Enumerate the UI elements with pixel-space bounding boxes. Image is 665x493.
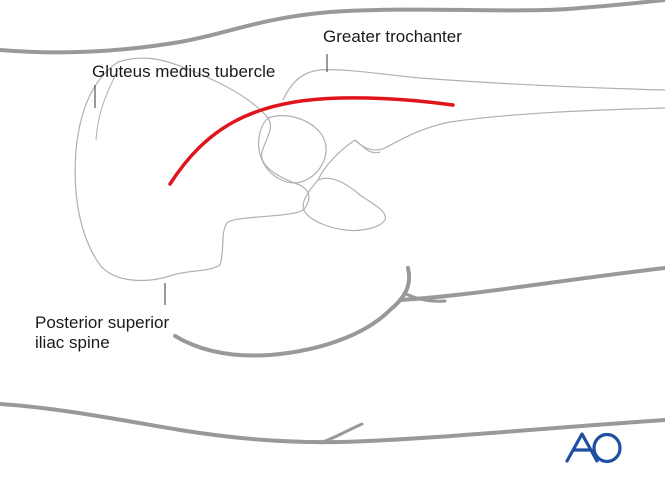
femur-shaft-upper: [282, 69, 665, 101]
label-posterior-superior-iliac-spine: Posterior superior iliac spine: [35, 313, 169, 353]
femoral-neck: [317, 139, 381, 181]
label-psis-line2: iliac spine: [35, 333, 110, 352]
gluteal-fold: [173, 266, 411, 358]
body-outline-lower: [0, 402, 665, 445]
pelvis-outline: [74, 57, 310, 282]
pelvis-inner-contour: [95, 69, 119, 141]
thigh-upper-contour: [398, 266, 665, 302]
lower-crease: [318, 422, 364, 445]
ischial-contour: [302, 177, 386, 232]
gluteal-fold-tail: [402, 291, 447, 303]
ao-logo: [565, 432, 622, 464]
incision-line: [168, 96, 455, 186]
femoral-head: [258, 115, 327, 184]
femur-shaft-lower: [354, 107, 665, 151]
body-outline-upper: [0, 0, 665, 55]
label-greater-trochanter: Greater trochanter: [323, 27, 462, 46]
label-psis-line1: Posterior superior: [35, 313, 170, 332]
label-gluteus-medius-tubercle: Gluteus medius tubercle: [92, 62, 276, 81]
